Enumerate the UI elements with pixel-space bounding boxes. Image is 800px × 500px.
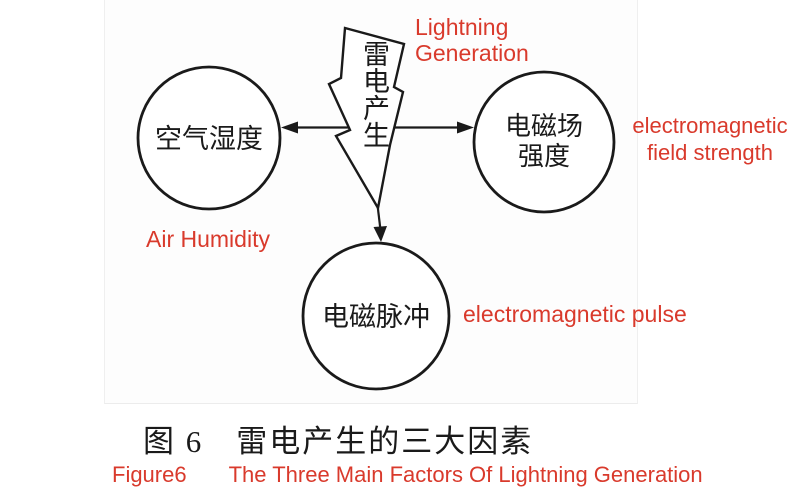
lightning-generation-annotation: Lightning Generation [415,14,529,66]
lightning-bolt-shape [327,26,406,212]
air-humidity-label: 空气湿度 [155,124,263,154]
arrow-down [373,204,387,242]
arrowhead-right [457,121,474,134]
em-field-annotation: electromagnetic field strength [632,113,788,165]
arrowhead-down [373,226,387,242]
em-field-label: 电磁场 强度 [504,112,583,172]
air-humidity-circle [136,65,282,211]
em-pulse-circle [301,241,451,391]
em-field-circle [472,70,616,214]
em-pulse-label: 电磁脉冲 [322,302,430,332]
arrowhead-left [281,121,298,134]
caption-chinese: 图 6 雷电产生的三大因素 [143,424,534,459]
caption-english: Figure6 The Three Main Factors Of Lightni… [112,462,703,488]
caption-figure-number: Figure6 [112,462,187,487]
em-pulse-annotation: electromagnetic pulse [463,301,687,327]
bolt-label: 雷电产生 [359,40,389,148]
air-humidity-annotation: Air Humidity [146,226,270,252]
caption-english-title: The Three Main Factors Of Lightning Gene… [228,462,703,487]
